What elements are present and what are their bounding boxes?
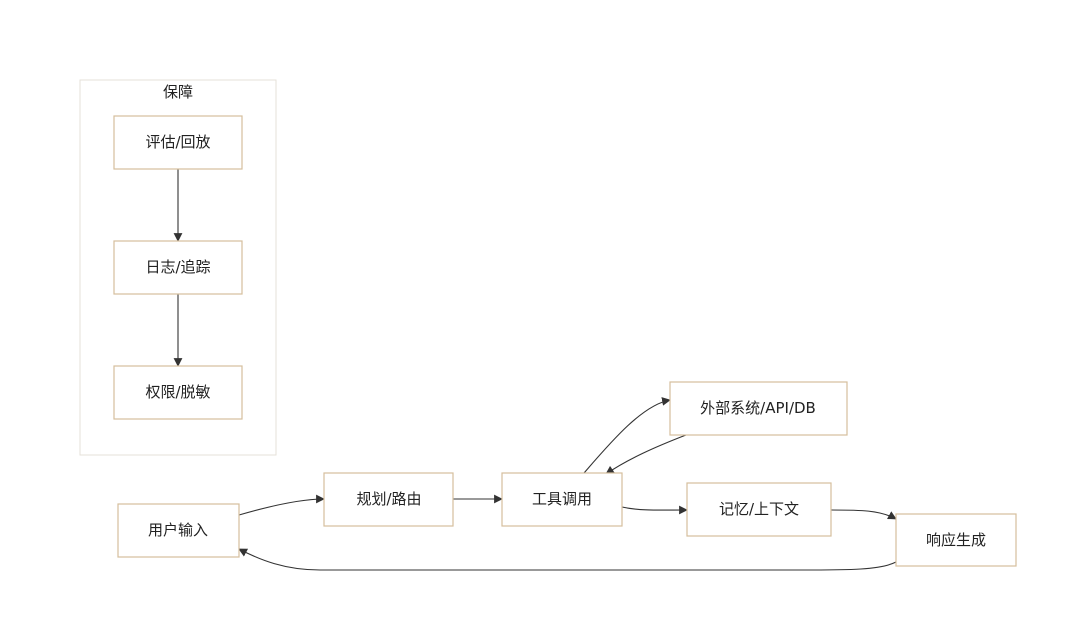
edge-tool-to-external <box>583 397 671 474</box>
node-permission-masking-label: 权限/脱敏 <box>145 383 210 401</box>
node-user-input-box <box>117 503 240 558</box>
node-permission-masking-box <box>113 365 243 420</box>
node-response-generation[interactable]: 响应生成 <box>895 513 1017 567</box>
edge-tool-to-memory <box>621 505 688 515</box>
node-user-input-label: 用户输入 <box>148 521 208 539</box>
edges <box>173 169 897 571</box>
node-tool-call[interactable]: 工具调用 <box>501 472 623 527</box>
node-memory-context-label: 记忆/上下文 <box>719 500 799 518</box>
node-plan-route-box <box>323 472 454 527</box>
edge-memory-to-response <box>830 509 897 520</box>
node-eval-replay-label: 评估/回放 <box>145 133 210 151</box>
node-eval-replay-box <box>113 115 243 170</box>
node-tool-call-label: 工具调用 <box>532 490 592 508</box>
edge-external-to-tool <box>605 434 687 475</box>
node-external-system[interactable]: 外部系统/API/DB <box>669 381 848 436</box>
node-tool-call-box <box>501 472 623 527</box>
node-memory-context-box <box>686 482 832 537</box>
node-external-system-label: 外部系统/API/DB <box>700 399 816 417</box>
node-plan-route-label: 规划/路由 <box>356 490 421 508</box>
node-response-generation-box <box>895 513 1017 567</box>
node-log-trace[interactable]: 日志/追踪 <box>113 240 243 295</box>
node-response-generation-label: 响应生成 <box>926 531 986 549</box>
node-log-trace-box <box>113 240 243 295</box>
node-permission-masking[interactable]: 权限/脱敏 <box>113 365 243 420</box>
node-user-input[interactable]: 用户输入 <box>117 503 240 558</box>
node-plan-route[interactable]: 规划/路由 <box>323 472 454 527</box>
edge-response-to-input <box>238 548 897 571</box>
node-eval-replay[interactable]: 评估/回放 <box>113 115 243 170</box>
edge-input-to-plan <box>238 494 325 516</box>
node-log-trace-label: 日志/追踪 <box>145 258 210 276</box>
node-external-system-box <box>669 381 848 436</box>
node-memory-context[interactable]: 记忆/上下文 <box>686 482 832 537</box>
guarantee-group-title: 保障 <box>163 83 193 101</box>
